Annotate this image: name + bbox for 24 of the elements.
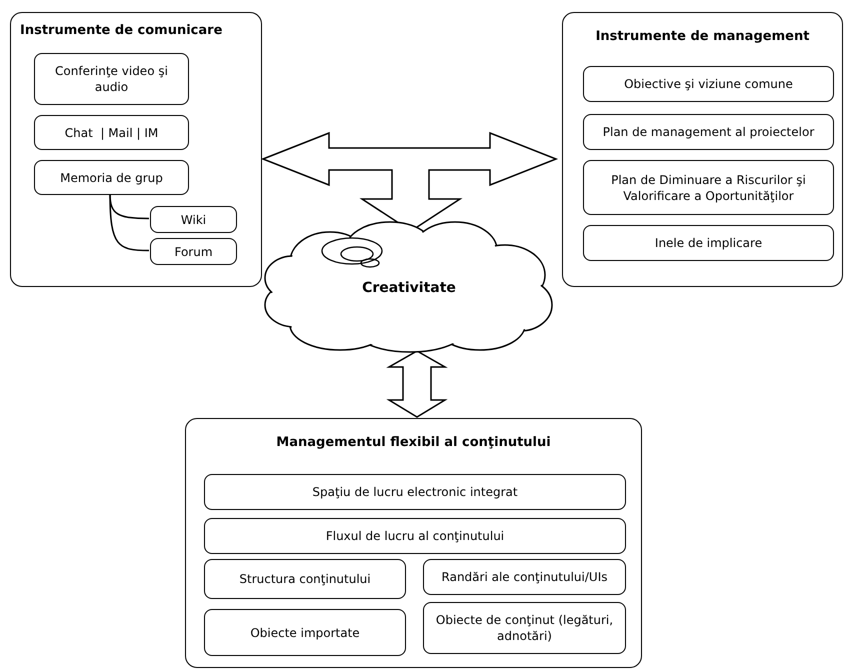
panel-heading: Instrumente de comunicare (20, 22, 222, 40)
item-box: Obiecte importate (204, 609, 406, 656)
item-box: Fluxul de lucru al conţinutului (204, 518, 626, 554)
item-box: Spaţiu de lucru electronic integrat (204, 474, 626, 510)
connector-line (109, 194, 150, 252)
item-box: Inele de implicare (583, 225, 834, 261)
item-box: Forum (150, 238, 237, 265)
group-panel (185, 418, 642, 668)
item-box: Obiecte de conţinut (legături, adnotări) (423, 602, 626, 654)
item-box: Memoria de grup (34, 160, 189, 195)
item-box: Randări ale conţinutului/UIs (423, 559, 626, 595)
item-box: Obiective şi viziune comune (583, 66, 834, 102)
item-box: Wiki (150, 206, 237, 233)
item-box: Structura conţinutului (204, 559, 406, 599)
item-box: Conferinţe video şi audio (34, 53, 189, 105)
group-panel (10, 12, 262, 287)
cloud-label: Creativitate (362, 279, 456, 298)
group-panel (562, 12, 843, 287)
item-box: Plan de management al proiectelor (583, 114, 834, 150)
double-block-arrow (386, 350, 448, 418)
panel-heading: Managementul flexibil al conţinutului (275, 434, 552, 452)
item-box: Plan de Diminuare a Riscurilor şi Valorificare a Oportunităţilor (583, 160, 834, 215)
item-box: Chat | Mail | IM (34, 115, 189, 150)
panel-heading: Instrumente de management (594, 28, 810, 46)
